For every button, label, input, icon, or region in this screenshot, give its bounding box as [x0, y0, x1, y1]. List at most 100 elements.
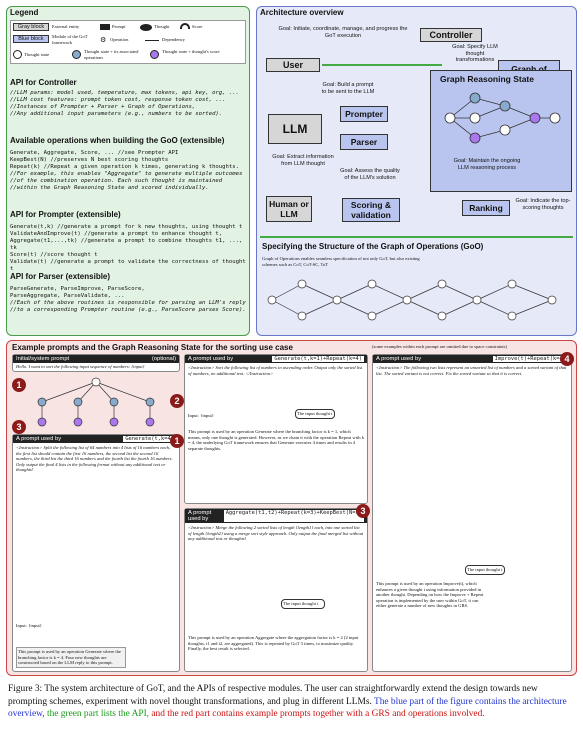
legend-score: Score: [192, 24, 203, 29]
examples-title: Example prompts and the Graph Reasoning …: [12, 343, 293, 352]
grs-graph: [444, 92, 561, 144]
badge-1b: 1: [170, 434, 184, 448]
caption-blue: The blue part of the figure contains the…: [8, 696, 567, 720]
badge-3b: 3: [356, 504, 370, 518]
prompt-4-label: A prompt used by: [376, 356, 422, 362]
scoring-box: Scoring & validation: [342, 198, 400, 222]
initial-prompt-text: Hello. I want to sort the following inpu…: [16, 364, 145, 369]
api-ops-line: KeepBest(N) //preserves N best scoring t…: [10, 157, 169, 163]
prompt-2-box: A prompt used by Generate(t,k=1)+Repeat(…: [184, 354, 368, 504]
controller-box: Controller: [420, 28, 482, 42]
api-parser-title: API for Parser (extensible): [10, 272, 111, 281]
api-prompter-line: Validate(t) //generate a prompt to valid…: [10, 259, 246, 272]
prompt-2-code: Generate(t,k=1)+Repeat(k=4): [272, 356, 364, 362]
api-prompter-line: Aggregate(t1,...,tk) //generate a prompt…: [10, 238, 243, 251]
api-parser-line: ParseAggregate, ParseValidate, ...: [10, 293, 125, 299]
badge-3: 3: [12, 420, 26, 434]
legend-operation: Operation: [110, 37, 129, 42]
prompt-1-code: Generate(t,k=4): [123, 436, 176, 442]
prompt-3-code: Aggregate(t1,t2)+Repeat(k=3)+KeepBest(N=…: [223, 510, 364, 522]
examples-note: (some examples within each prompt are om…: [372, 344, 507, 349]
prompt-1-desc: This prompt is used by an operation Gene…: [16, 647, 126, 668]
thought-state-icon: [13, 50, 22, 59]
api-prompter-title: API for Prompter (extensible): [10, 210, 121, 219]
prompt-1-label: A prompt used by: [16, 436, 62, 442]
thought-state-ops-icon: [72, 50, 81, 59]
api-prompter-line: Generate(t,k) //generate a prompt for k …: [10, 224, 243, 230]
prompt-4-text: <Instruction> The following two lists re…: [376, 365, 567, 376]
user-controller-arrow: [322, 64, 442, 66]
goal-prompter: Goal: Build a prompt to be sent to the L…: [321, 82, 375, 95]
api-parser-line: //to a corresponding Prompter routine (e…: [10, 307, 246, 313]
caption-prefix: Figure 3: The system architecture of GoT…: [8, 684, 538, 707]
prompt-3-text: <Instruction> Merge the following 2 sort…: [188, 525, 364, 542]
prompt-2-bar: A prompt used by Generate(t,k=1)+Repeat(…: [185, 355, 367, 363]
goal-parser: Goal: Extract information from LLM thoug…: [272, 154, 334, 167]
legend-thought: Thought: [154, 24, 170, 29]
prompt-3-desc: This prompt is used by an operation Aggr…: [188, 635, 359, 652]
legend-title: Legend: [10, 8, 39, 17]
prompt-1-bar: A prompt used by Generate(t,k=4): [13, 435, 179, 443]
prompt-4-bar: A prompt used by Improve(t)+Repeat(k=4): [373, 355, 571, 363]
api-ops-line: //For example, this enables "Aggregate" …: [10, 171, 243, 177]
api-ops-list: Generate, Aggregate, Score, ... //see Pr…: [10, 150, 246, 192]
goo-spec-desc: Graph of Operations enables seamless spe…: [262, 256, 420, 267]
api-controller-line: //LLM cost features: prompt token cost, …: [10, 97, 226, 103]
legend-thought-state-score: Thought state + thought's score: [162, 49, 220, 54]
prompt-2-label: A prompt used by: [188, 356, 234, 362]
user-box[interactable]: User: [266, 58, 320, 72]
badge-2: 2: [170, 394, 184, 408]
legend-thought-state-ops: Thought state + its associated operation…: [84, 49, 139, 60]
prompt-1-box: A prompt used by Generate(t,k=4) <Instru…: [12, 434, 180, 672]
legend-thought-state: Thought state: [24, 52, 50, 57]
legend-gray-block: Gray block: [13, 23, 49, 31]
goo-spec-graph: [267, 279, 557, 321]
prompt-icon: [100, 24, 110, 30]
prompt-4-desc: This prompt is used by an operation Impr…: [376, 581, 484, 609]
prompt-3-label: A prompt used by: [188, 510, 212, 522]
api-prompter-list: Generate(t,k) //generate a prompt for k …: [10, 224, 246, 273]
goal-grs: Goal: Maintain the ongoing LLM reasoning…: [453, 158, 521, 171]
api-prompter-line: Score(t) //score thought t: [10, 252, 98, 258]
badge-4: 4: [560, 352, 574, 366]
api-ops-line: //within the Graph Reasoning State and s…: [10, 185, 209, 191]
dependency-icon: [145, 40, 159, 41]
api-ops-line: Repeat(k) //Repeat a given operation k t…: [10, 164, 240, 170]
prompt-2-bubble: The input thought t: [295, 409, 335, 419]
api-ops-line: Generate, Aggregate, Score, ... //see Pr…: [10, 150, 179, 156]
api-parser-line: //Each of the above routines is responsi…: [10, 300, 246, 306]
goal-ranking: Goal: Indicate the top-scoring thoughts: [515, 198, 571, 211]
goo-spec-title: Specifying the Structure of the Graph of…: [262, 242, 484, 251]
prompt-3-bar: A prompt used by Aggregate(t1,t2)+Repeat…: [185, 509, 367, 523]
llm-box: LLM: [268, 114, 322, 144]
thought-state-score-icon: [150, 50, 159, 59]
prompt-2-input: Input: {input}: [188, 413, 214, 418]
api-ops-line: //of the combination operation. Each suc…: [10, 178, 223, 184]
initial-prompt-bar: Initial/system prompt (optional): [13, 355, 179, 363]
prompt-3-box: A prompt used by Aggregate(t1,t2)+Repeat…: [184, 508, 368, 672]
grs-title: Graph Reasoning State: [440, 74, 534, 84]
api-parser-line: ParseGenerate, ParseImprove, ParseScore,: [10, 286, 145, 292]
initial-prompt-box: Initial/system prompt (optional) Hello. …: [12, 354, 180, 372]
architecture-title: Architecture overview: [260, 8, 344, 17]
example-grs-graph: [37, 377, 155, 427]
prompt-3-bubble: The input thought t: [281, 599, 325, 609]
api-controller-title: API for Controller: [10, 78, 77, 87]
api-prompter-line: ValidateAndImprove(t) //generate a promp…: [10, 231, 223, 237]
api-controller-list: //LLM params: model used, temperature, m…: [10, 90, 246, 118]
ranking-box: Ranking: [462, 200, 510, 216]
thought-icon: [140, 24, 152, 31]
api-controller-line: //Any additional input parameters (e.g.,…: [10, 111, 223, 117]
prompt-4-box: A prompt used by Improve(t)+Repeat(k=4) …: [372, 354, 572, 672]
goal-controller: Goal: Initiate, coordinate, manage, and …: [278, 26, 408, 39]
prompt-2-desc: This prompt is used by an operation Gene…: [188, 429, 364, 451]
prompt-4-bubble: The input thought t: [465, 565, 505, 575]
initial-prompt-label: Initial/system prompt: [16, 356, 70, 362]
legend-prompt: Prompt: [112, 24, 126, 29]
goal-scoring: Goal: Assess the quality of the LLM's so…: [340, 168, 400, 181]
legend-external-entity: External entity: [52, 24, 80, 29]
prompter-box: Prompter: [340, 106, 388, 122]
legend-module-desc: Module of the GoT framework: [52, 34, 88, 45]
parser-box: Parser: [340, 134, 388, 150]
goo-spec-divider: [260, 236, 573, 238]
